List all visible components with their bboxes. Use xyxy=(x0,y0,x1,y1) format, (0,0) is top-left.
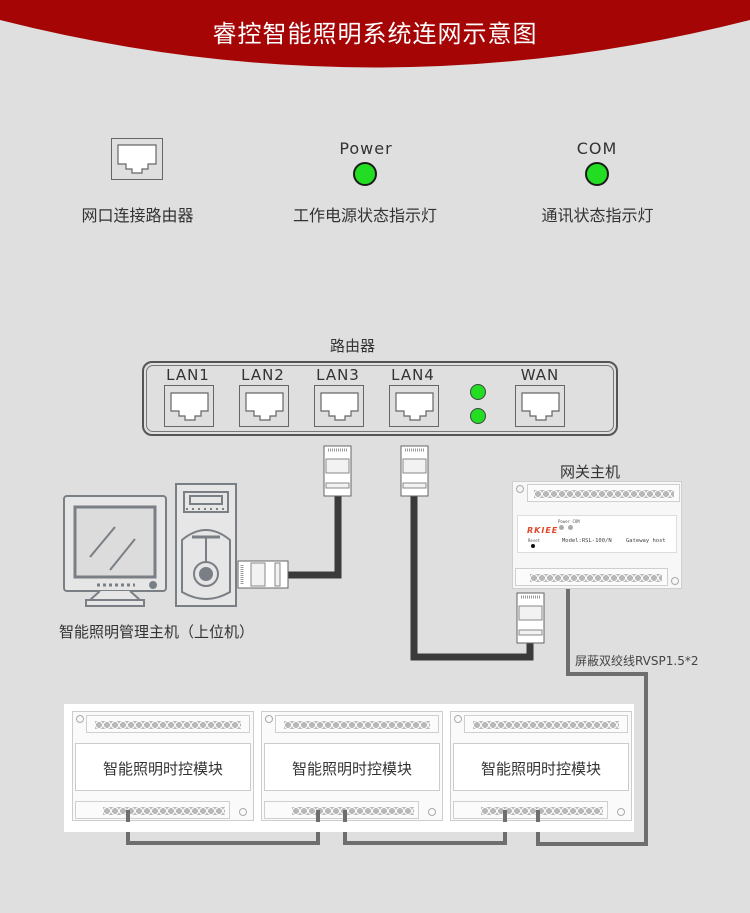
gateway-reset-label: Reset xyxy=(528,538,541,543)
router xyxy=(142,361,618,436)
legend-port-label: 网口连接路由器 xyxy=(81,206,194,225)
pc-label: 智能照明管理主机（上位机） xyxy=(59,623,255,641)
cable-rvsp xyxy=(536,589,648,846)
router-port-lan3 xyxy=(314,385,364,427)
gateway-model: Model:RSL-100/N xyxy=(562,538,612,544)
module-bottom-terminals xyxy=(264,801,419,819)
ethernet-port-icon xyxy=(395,392,434,421)
ethernet-port-icon xyxy=(117,144,157,174)
legend-power-label: 工作电源状态指示灯 xyxy=(292,206,437,225)
router-led-2 xyxy=(470,408,486,424)
module-bottom-terminals xyxy=(453,801,608,819)
port-label-lan1: LAN1 xyxy=(166,366,210,384)
ethernet-port-icon xyxy=(320,392,359,421)
screw xyxy=(516,485,524,493)
time-control-module-2: 智能照明时控模块 xyxy=(261,711,443,821)
cable-lan3-pc xyxy=(288,495,342,579)
router-led-1 xyxy=(470,384,486,400)
gateway-name: Gateway host xyxy=(626,538,666,544)
rj45-plug-lan4 xyxy=(400,445,429,497)
ethernet-port-icon xyxy=(170,392,209,421)
port-label-lan2: LAN2 xyxy=(241,366,285,384)
module-name: 智能照明时控模块 xyxy=(291,760,412,778)
gateway-brand: RKIEE xyxy=(527,526,559,535)
router-port-lan1 xyxy=(164,385,214,427)
rj45-plug-pc xyxy=(237,560,289,589)
gateway-host: RKIEE Power COM Reset Model:RSL-100/N Ga… xyxy=(512,481,682,589)
com-led-icon xyxy=(585,162,609,186)
screw xyxy=(671,577,679,585)
module-bottom-terminals xyxy=(75,801,230,819)
legend-com-label: 通讯状态指示灯 xyxy=(541,206,654,225)
cable-lan4-gateway xyxy=(410,495,534,661)
port-label-lan4: LAN4 xyxy=(391,366,435,384)
module-name: 智能照明时控模块 xyxy=(102,760,223,778)
gateway-top-terminals xyxy=(527,484,680,502)
module-top-terminals xyxy=(86,715,250,733)
port-label-lan3: LAN3 xyxy=(316,366,360,384)
legend-com-caption: COM xyxy=(576,139,618,158)
gateway-title: 网关主机 xyxy=(560,463,621,481)
router-port-wan xyxy=(515,385,565,427)
gateway-reset-button xyxy=(531,544,535,548)
title-banner xyxy=(0,0,750,68)
cable-label: 屏蔽双绞线RVSP1.5*2 xyxy=(575,654,699,668)
ethernet-port-icon xyxy=(521,392,560,421)
tower-icon xyxy=(175,483,237,607)
legend-port xyxy=(111,138,163,180)
router-port-lan4 xyxy=(389,385,439,427)
gateway-bottom-terminals xyxy=(515,568,668,586)
router-port-lan2 xyxy=(239,385,289,427)
module-top-terminals xyxy=(464,715,628,733)
gateway-led-labels: Power COM xyxy=(558,519,580,524)
power-led-icon xyxy=(353,162,377,186)
rj45-plug-gateway xyxy=(516,592,545,644)
module-top-terminals xyxy=(275,715,439,733)
module-name: 智能照明时控模块 xyxy=(480,760,601,778)
legend-power-caption: Power xyxy=(339,139,393,158)
gateway-front-panel: RKIEE Power COM Reset Model:RSL-100/N Ga… xyxy=(517,515,677,553)
rj45-plug-lan3 xyxy=(323,445,352,497)
port-label-wan: WAN xyxy=(520,366,560,384)
router-title: 路由器 xyxy=(330,337,376,355)
pc-illustration xyxy=(63,483,237,607)
gateway-com-led xyxy=(568,525,573,530)
ethernet-port-icon xyxy=(245,392,284,421)
time-control-module-1: 智能照明时控模块 xyxy=(72,711,254,821)
gateway-power-led xyxy=(559,525,564,530)
page-title: 睿控智能照明系统连网示意图 xyxy=(212,20,538,48)
monitor-icon xyxy=(63,495,167,607)
time-control-module-3: 智能照明时控模块 xyxy=(450,711,632,821)
